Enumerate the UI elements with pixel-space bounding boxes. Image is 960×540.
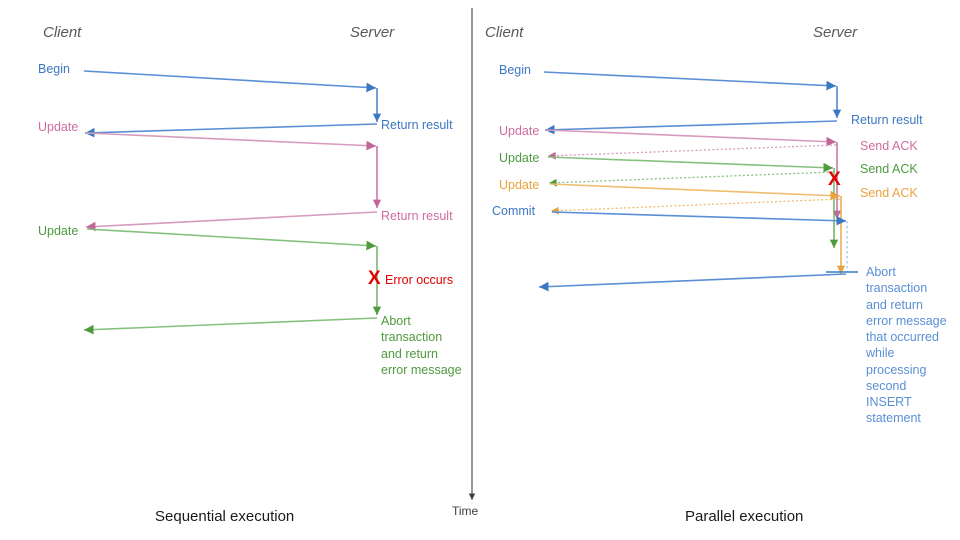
- right-msg-send-ack-2: Send ACK: [860, 162, 918, 176]
- right-msg-begin: Begin: [499, 63, 531, 77]
- left-msg-abort-block: Abort transaction and return error messa…: [381, 314, 462, 377]
- right-msg-update-3: Update: [499, 178, 540, 192]
- right-caption: Parallel execution: [685, 508, 804, 525]
- left-msg-update-1: Update: [38, 120, 79, 134]
- right-msg-commit: Commit: [492, 204, 536, 218]
- right-msg-return-result: Return result: [851, 113, 923, 127]
- time-axis-label: Time: [452, 504, 479, 518]
- right-actor-client: Client: [485, 24, 524, 41]
- right-msg-abort-block: Abort transaction and return error messa…: [866, 265, 947, 426]
- right-sequence-arrows: [538, 71, 858, 292]
- left-actor-client: Client: [43, 24, 82, 41]
- left-msg-return-result-1: Return result: [381, 118, 453, 132]
- left-msg-error-occurs: Error occurs: [385, 273, 454, 287]
- right-msg-update-2: Update: [499, 151, 540, 165]
- right-msg-send-ack-1: Send ACK: [860, 139, 918, 153]
- left-actor-server: Server: [350, 24, 395, 41]
- left-msg-begin: Begin: [38, 62, 70, 76]
- error-x-icon-parallel: X: [828, 169, 841, 190]
- right-msg-send-ack-3: Send ACK: [860, 186, 918, 200]
- left-msg-return-result-2: Return result: [381, 209, 453, 223]
- error-x-icon: X: [368, 268, 381, 289]
- left-msg-update-2: Update: [38, 224, 79, 238]
- right-actor-server: Server: [813, 24, 858, 41]
- left-caption: Sequential execution: [155, 508, 295, 525]
- left-sequence-arrows: [83, 70, 382, 335]
- right-msg-update-1: Update: [499, 124, 540, 138]
